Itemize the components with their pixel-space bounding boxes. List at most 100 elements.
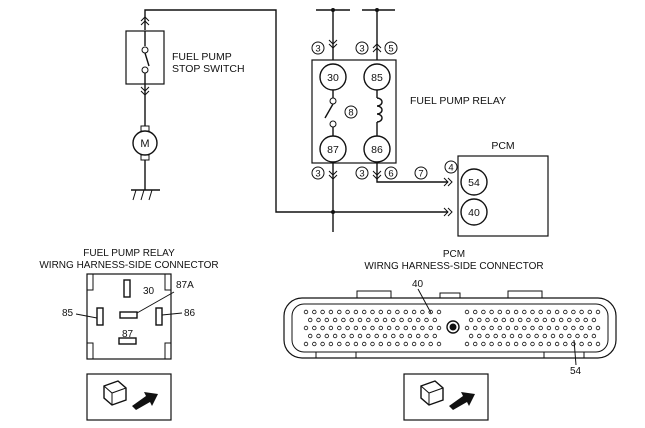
fuel-pump-relay [311, 59, 397, 164]
pcm-connector-pin [303, 341, 309, 347]
pcm-connector-pin [587, 341, 592, 347]
pcm-connector-pin [303, 309, 309, 315]
pcm-connector-pin [489, 309, 494, 315]
pcm-connector-pin [542, 333, 547, 339]
pcm-connector-pin [464, 309, 470, 315]
pcm-box [457, 155, 549, 237]
stop-switch-label-1: FUEL PUMP [172, 51, 232, 63]
pcm-connector-pin [534, 333, 539, 339]
pcm-connector-pin [509, 317, 515, 323]
pcm-connector-title-1: PCM [443, 249, 465, 260]
pcm-connector-pin [526, 333, 531, 339]
pcm-connector-pin [591, 333, 597, 339]
pcm-connector-pin [505, 325, 511, 331]
relay-pin-87a [119, 311, 138, 319]
pcm-terminal-40 [460, 198, 488, 226]
pcm-connector-pin [374, 317, 379, 323]
pcm-connector-pin [411, 309, 417, 315]
left-circuit: M FUEL PUMP STOP SWITCH [125, 9, 448, 213]
pcm-connector-pin-grid [303, 309, 601, 347]
pcm-connector-pin [489, 325, 494, 331]
pcm-connector-pin [362, 309, 367, 315]
pcm-connector-pin [485, 317, 490, 323]
pcm-connector-pin [407, 317, 413, 323]
pcm-connector-pin [436, 309, 442, 315]
pcm-connector-pin [579, 341, 584, 347]
pcm-connector-pin [538, 325, 543, 331]
pcm-connector-pin [320, 325, 325, 331]
pcm-connector-pin [349, 333, 354, 339]
connector-view-arrow-icon [420, 380, 475, 410]
relay-pin-85-label: 85 [62, 308, 74, 319]
marker-3-d: 3 [359, 169, 364, 180]
pcm-connector-pin [563, 309, 568, 315]
pcm-connector-pin [428, 341, 433, 347]
pcm-connector-pin [530, 325, 535, 331]
pcm-connector-pin [534, 317, 539, 323]
pcm-connector-pin [501, 317, 506, 323]
pcm-connector-pin [424, 317, 429, 323]
pcm-connector-pin [416, 333, 421, 339]
pcm-connector-pin [345, 309, 350, 315]
pcm-connector-view-icon [403, 373, 489, 421]
pcm-connector-pin [464, 341, 470, 347]
pcm-connector-pin [522, 309, 527, 315]
pcm-connector-pin [337, 309, 342, 315]
pcm-connector-pin [550, 317, 556, 323]
pcm-connector-pin [468, 317, 474, 323]
pcm-connector-pin [563, 341, 568, 347]
pcm-connector-pin [403, 325, 408, 331]
pcm-connector-pin [538, 341, 543, 347]
pcm-connector-pin [468, 333, 474, 339]
pcm-connector-pin [403, 341, 408, 347]
pcm-connector-pin [303, 325, 309, 331]
pcm-connector-pin [575, 333, 580, 339]
relay-pin-30-label: 30 [143, 286, 155, 297]
pcm-connector-pin [530, 341, 535, 347]
pcm-terminal-54-label: 54 [468, 177, 480, 189]
pcm-connector-pin [357, 333, 363, 339]
pcm-connector-pin [428, 325, 433, 331]
fuel-pump-relay-circuit: 30 85 87 86 FUEL PUMP RELAY [311, 8, 506, 232]
pcm-connector-pin [542, 317, 547, 323]
pcm-connector-pin [349, 317, 354, 323]
pcm-connector-pin [395, 325, 400, 331]
wire-markers: 3 3 5 8 3 3 6 7 4 [311, 41, 458, 180]
pcm-connector-pin [411, 341, 417, 347]
pcm-connector-pin [583, 317, 588, 323]
pcm-connector-pin [546, 309, 552, 315]
marker-3-b: 3 [359, 44, 364, 55]
pcm-connector-pin [538, 309, 543, 315]
pcm-connector-pin [424, 333, 429, 339]
pcm-connector-pin [485, 333, 490, 339]
pcm-connector-pin [550, 333, 556, 339]
pcm-connector-pin [432, 317, 437, 323]
pcm-connector-center-bolt [446, 320, 460, 334]
pcm-connector-pin [493, 317, 498, 323]
pcm-connector-pin [559, 317, 564, 323]
pcm-connector-pin [341, 317, 346, 323]
pcm-connector-pin [407, 333, 413, 339]
fuel-pump-relay-label: FUEL PUMP RELAY [410, 95, 506, 107]
pcm-connector-pin [477, 333, 482, 339]
pcm-terminal-54 [460, 168, 488, 196]
pcm-connector-pin [395, 341, 400, 347]
pcm-pin-54-label: 54 [570, 366, 582, 377]
pcm-connector-pin [320, 341, 325, 347]
pcm-connector-pin [386, 309, 392, 315]
pcm-connector-pin [518, 317, 523, 323]
pcm-connector-pin [473, 341, 478, 347]
relay-terminal-86-label: 86 [371, 144, 383, 156]
pcm-connector-pin [374, 333, 379, 339]
relay-terminal-85-label: 85 [371, 72, 383, 84]
relay-pin-87a-label: 87A [176, 280, 194, 291]
pcm-connector-pin [571, 309, 576, 315]
connector-view-arrow-icon [103, 380, 158, 410]
relay-pin-87-label: 87 [122, 329, 134, 340]
ground-icon [131, 189, 160, 201]
pcm-connector-pin [546, 341, 552, 347]
pcm-connector-pin [567, 333, 572, 339]
pcm-connector-pin [595, 341, 601, 347]
pcm-connector-pin [505, 309, 511, 315]
pcm-connector-pin [473, 325, 478, 331]
